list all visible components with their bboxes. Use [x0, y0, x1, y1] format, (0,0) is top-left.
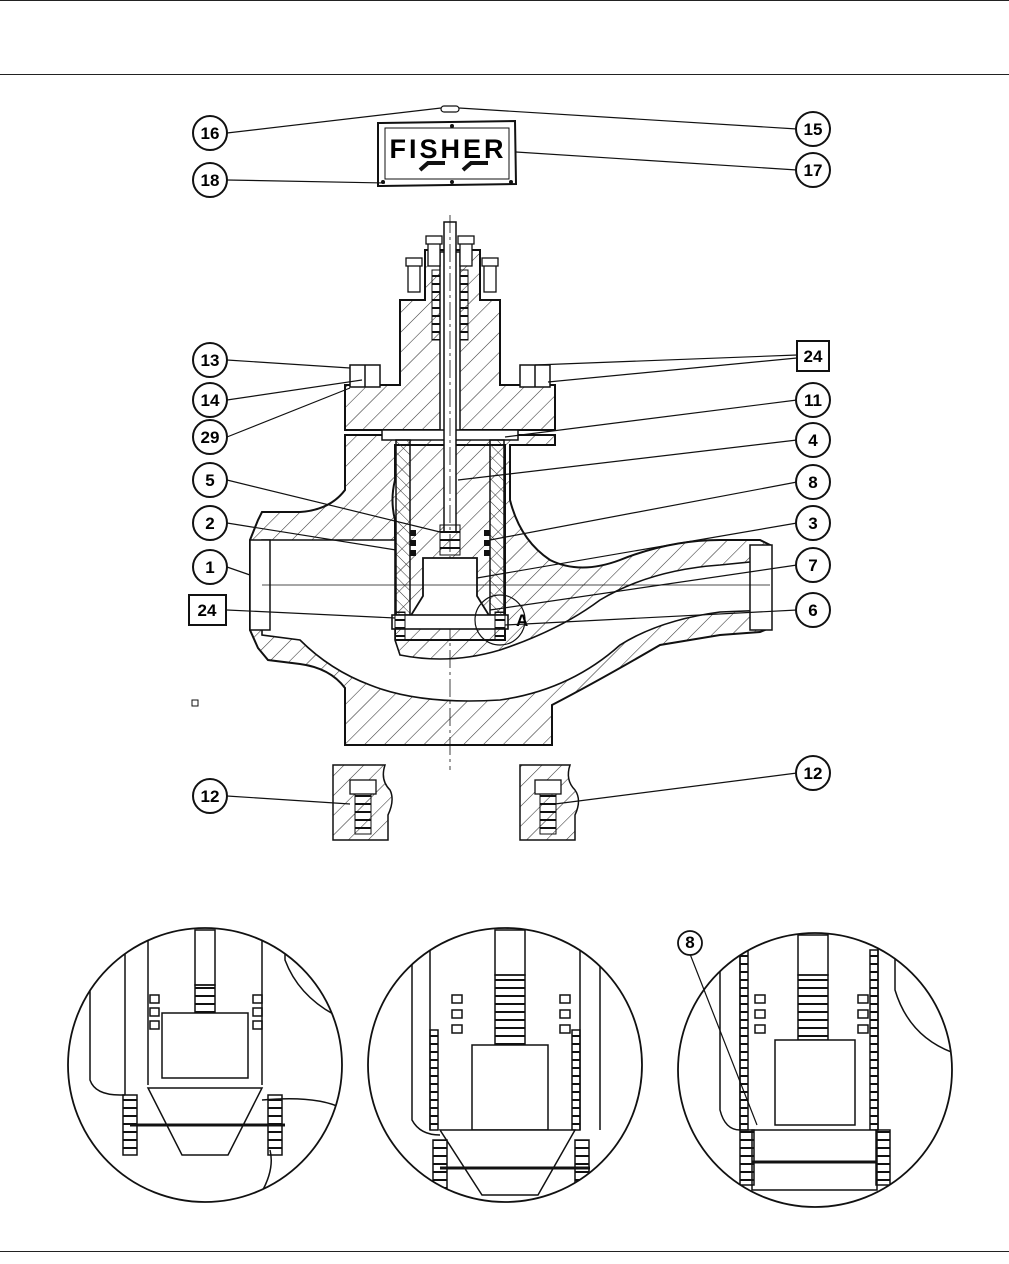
svg-text:3: 3	[808, 514, 817, 533]
callout-1: 1	[192, 549, 228, 585]
valve-section: A	[191, 215, 773, 770]
callout-17: 17	[795, 152, 831, 188]
bonnet-nuts	[349, 364, 551, 388]
svg-text:1: 1	[205, 558, 214, 577]
svg-text:8: 8	[808, 473, 817, 492]
callout-12-left: 12	[192, 778, 228, 814]
nameplate-plate	[377, 119, 518, 188]
footer-rule	[0, 1251, 1009, 1252]
callouts: 16 15 18 17 13 24 14 11 29 4 5 8 2 3 1 7…	[188, 111, 831, 814]
svg-text:12: 12	[804, 764, 823, 783]
detail-view-2	[367, 927, 643, 1203]
callout-5: 5	[192, 462, 228, 498]
bolt-section-left	[332, 764, 393, 841]
svg-text:29: 29	[201, 428, 220, 447]
callout-8: 8	[795, 464, 831, 500]
svg-text:24: 24	[804, 347, 823, 366]
callout-15: 15	[795, 111, 831, 147]
svg-text:7: 7	[808, 556, 817, 575]
detail-a-circle	[474, 594, 526, 646]
svg-text:11: 11	[804, 391, 822, 410]
cage-ports	[410, 530, 490, 556]
svg-text:6: 6	[808, 601, 817, 620]
svg-text:15: 15	[804, 120, 823, 139]
svg-text:16: 16	[201, 124, 220, 143]
svg-text:24: 24	[198, 601, 217, 620]
drive-screw-15	[440, 105, 460, 113]
svg-text:8: 8	[685, 933, 694, 952]
callout-16: 16	[192, 115, 228, 151]
svg-text:4: 4	[808, 431, 818, 450]
header-rule	[0, 74, 1009, 75]
callout-2: 2	[192, 505, 228, 541]
callout-13: 13	[192, 342, 228, 378]
callout-29: 29	[192, 419, 228, 455]
svg-text:17: 17	[804, 161, 823, 180]
callout-14: 14	[192, 382, 228, 418]
callout-24-bottom: 24	[188, 594, 227, 626]
bolt-section-right	[519, 764, 580, 841]
nameplate: FISHER	[377, 105, 518, 188]
svg-text:18: 18	[201, 171, 220, 190]
callout-18: 18	[192, 162, 228, 198]
seat-ring	[391, 614, 509, 630]
nameplate-brand: FISHER	[389, 134, 506, 164]
cage-right	[489, 439, 505, 616]
detail-a-label: A	[516, 611, 528, 630]
leader-lines	[226, 107, 798, 805]
callout-7: 7	[795, 547, 831, 583]
callout-11: 11	[795, 382, 831, 418]
callout-4: 4	[795, 422, 831, 458]
svg-text:13: 13	[201, 351, 220, 370]
detail-view-1	[67, 927, 343, 1203]
packing-studs	[405, 235, 499, 293]
callout-12-right: 12	[795, 755, 831, 791]
svg-text:5: 5	[205, 471, 214, 490]
top-rule	[0, 0, 1009, 1]
callout-8-detail: 8	[677, 930, 703, 956]
callout-3: 3	[795, 505, 831, 541]
svg-text:12: 12	[201, 787, 220, 806]
svg-text:14: 14	[201, 391, 220, 410]
callout-24-top: 24	[796, 340, 830, 372]
svg-text:2: 2	[205, 514, 214, 533]
detail-view-3: 8	[677, 930, 953, 1208]
cage-left	[395, 439, 411, 616]
callout-6: 6	[795, 592, 831, 628]
